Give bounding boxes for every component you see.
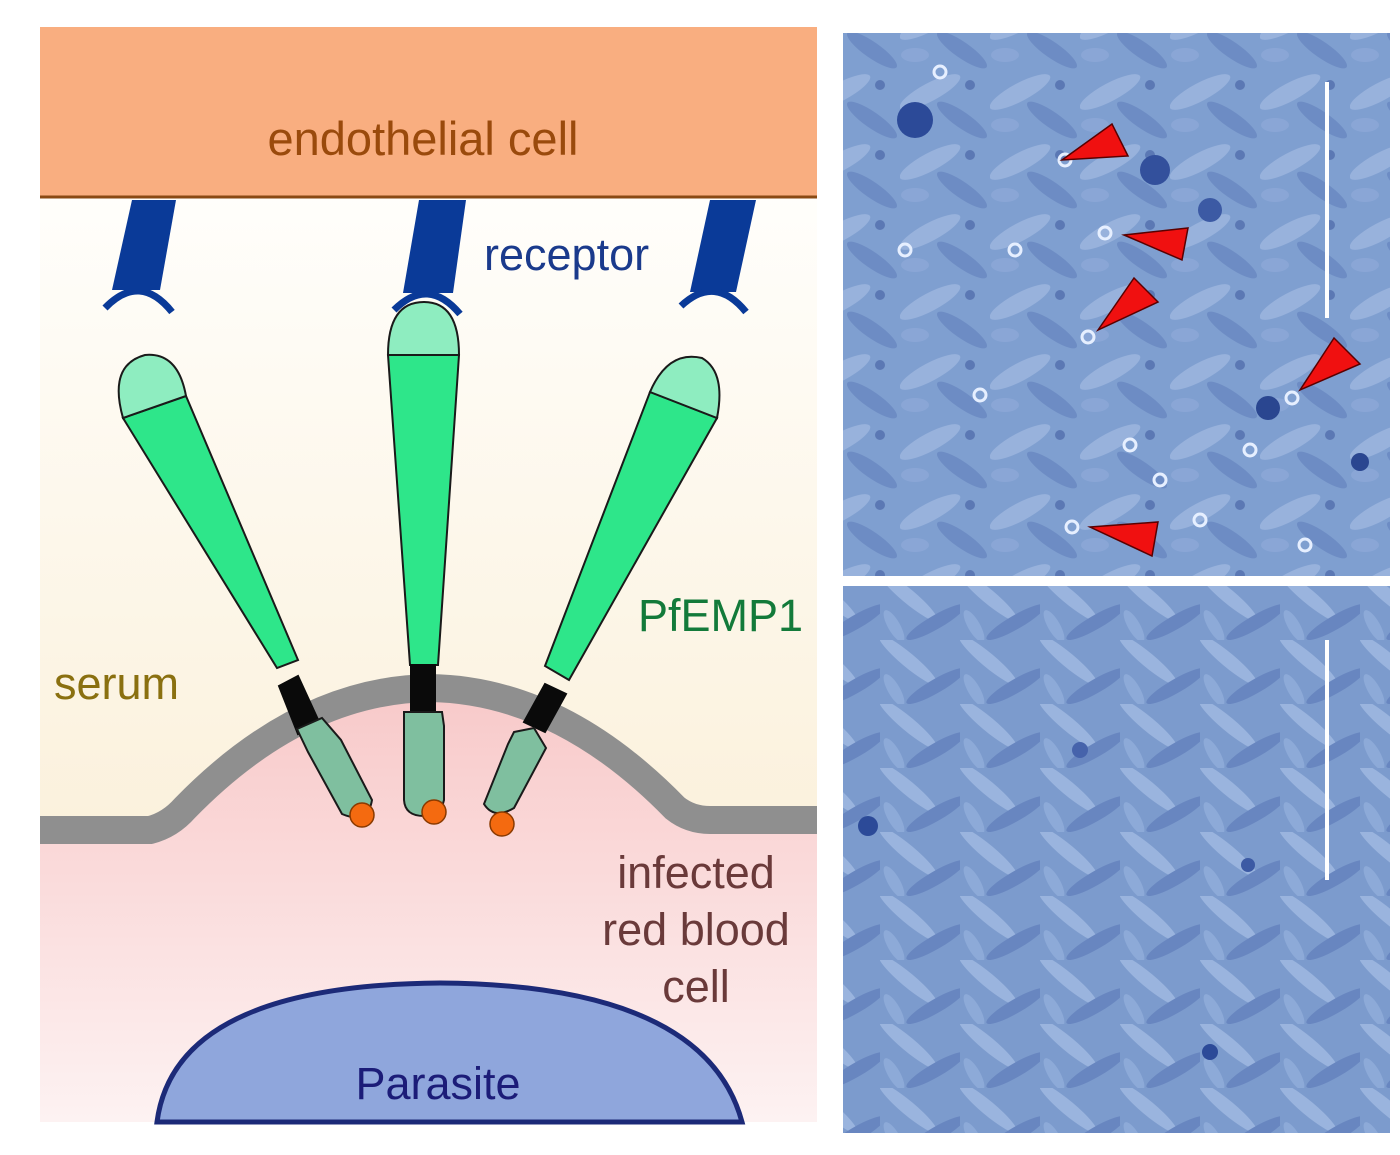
knob-dot-right [489,811,515,837]
knob-dot-left [349,802,375,828]
label-pfemp1: PfEMP1 [638,590,803,641]
pfemp1-middle [386,300,461,825]
arrowhead-2 [1121,227,1189,262]
receptor-middle [391,200,466,317]
label-receptor: receptor [484,229,649,280]
pfemp1-left [117,353,375,828]
label-serum: serum [54,658,179,709]
micrograph-bottom [843,586,1390,1133]
knob-dot-middle [421,799,447,825]
diagram-panel: endothelial cell receptor PfEMP1 serum i… [40,27,817,1125]
micrograph-divider [843,576,1390,586]
label-parasite: Parasite [355,1058,520,1109]
label-infected-line3: cell [662,961,730,1012]
label-infected-line2: red blood [602,904,790,955]
endothelial-cell [40,27,817,197]
pfemp1-right [482,355,721,837]
label-endothelial-cell: endothelial cell [268,112,579,165]
arrowhead-1 [1059,122,1130,161]
receptor-left [102,200,176,315]
label-infected-line1: infected [617,847,775,898]
parasite [154,980,746,1125]
micrograph-top [843,33,1390,576]
arrowhead-5 [1087,521,1159,558]
arrowhead-3 [1095,276,1160,332]
receptor-right [678,200,756,315]
arrowhead-4 [1298,336,1362,392]
